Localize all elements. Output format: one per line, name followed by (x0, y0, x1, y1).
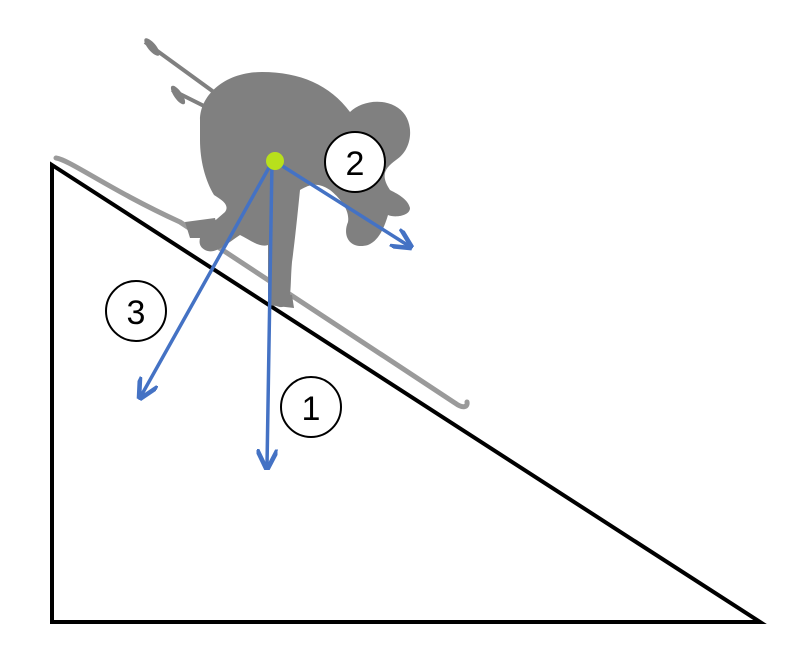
vector-2 (274, 160, 409, 246)
force-vectors (141, 160, 409, 466)
label-3-text: 3 (127, 294, 146, 332)
label-1: 1 (280, 376, 342, 438)
label-3: 3 (105, 280, 167, 342)
ski-poles (143, 38, 233, 122)
label-2-text: 2 (346, 145, 365, 183)
label-2: 2 (324, 131, 386, 193)
center-of-mass-dot (266, 152, 284, 170)
label-1-text: 1 (302, 390, 321, 428)
vector-1-gravity (267, 160, 272, 466)
ski (53, 155, 470, 410)
vector-3 (141, 162, 273, 396)
inclined-plane (50, 161, 767, 624)
